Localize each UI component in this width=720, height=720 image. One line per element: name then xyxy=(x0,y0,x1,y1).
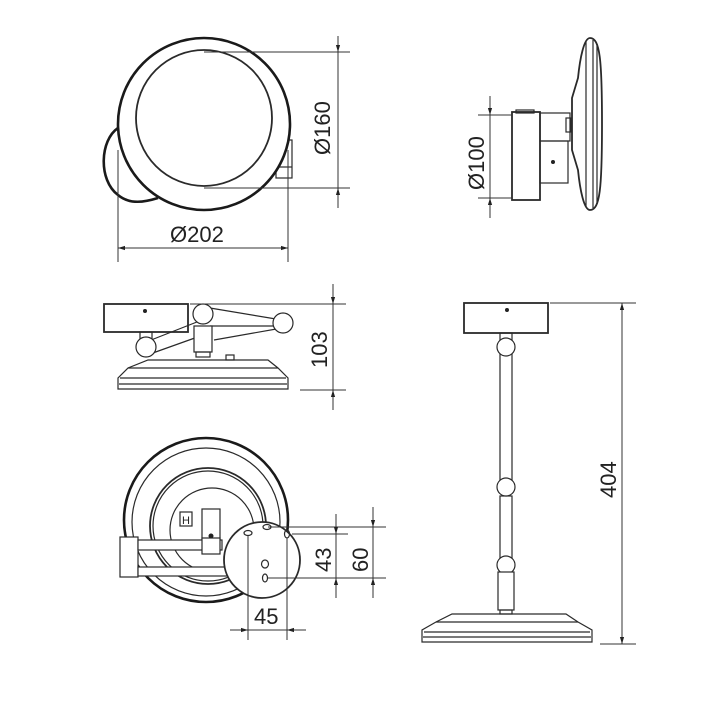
mirror-base-top xyxy=(117,359,289,390)
dim-label-45: 45 xyxy=(254,604,278,629)
switch-label: H xyxy=(182,515,190,527)
dim-label-404: 404 xyxy=(596,461,621,498)
mirror-outer-ring xyxy=(116,36,292,212)
wall-plate-profile xyxy=(511,111,541,201)
side-view: Ø100 xyxy=(464,37,603,218)
dim-label-103: 103 xyxy=(307,331,332,368)
switch-icon xyxy=(179,511,193,527)
mirror-glass xyxy=(135,49,273,187)
wall-plate-round xyxy=(223,521,301,599)
mirror-back-outer xyxy=(122,436,290,604)
dim-label-d160: Ø160 xyxy=(310,101,335,155)
mirror-base-extended xyxy=(421,613,593,643)
mount-view: H 43 60 45 xyxy=(119,436,386,640)
wall-plate-extended xyxy=(463,302,549,334)
extended-view: 404 xyxy=(421,302,636,645)
dim-label-d202: Ø202 xyxy=(170,222,224,247)
dim-label-43: 43 xyxy=(311,548,336,572)
dim-label-60: 60 xyxy=(348,548,373,572)
dim-label-d100: Ø100 xyxy=(464,136,489,190)
wall-plate-top xyxy=(103,303,189,333)
top-view: 103 xyxy=(103,284,346,410)
mirror-profile xyxy=(571,37,603,211)
front-view: Ø160 Ø202 xyxy=(102,36,350,262)
